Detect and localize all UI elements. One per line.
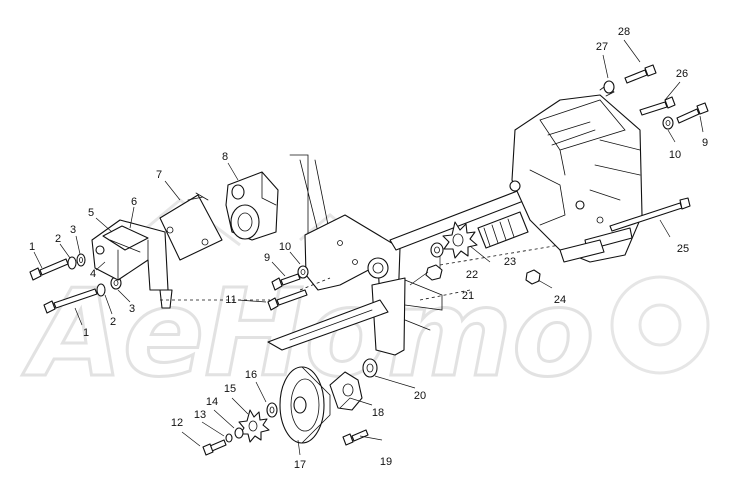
callout-label: 10 [669,149,681,161]
callout-label: 4 [90,268,96,280]
transmission-housing [509,83,643,263]
callout-label: 21 [462,290,474,302]
callout-label: 18 [372,407,384,419]
callout-label: 12 [171,417,183,429]
center-frame [289,154,443,356]
callout-label: 6 [131,196,137,208]
callout-label: 19 [380,456,392,468]
callout-label: 22 [466,269,478,281]
bolt-11 [267,289,308,311]
callout-label: 15 [224,383,236,395]
flange-18 [329,371,363,411]
callout-label: 5 [88,207,94,219]
callout-label: 26 [676,68,688,80]
leader-lines [33,39,704,456]
plate-7 [159,192,223,261]
bolt-9-center [271,265,309,291]
callout-label: 2 [110,316,116,328]
pulley-17 [279,366,331,444]
housing-8 [225,171,279,241]
callout-label: 9 [264,252,270,264]
bolt-1-upper [29,253,86,281]
callout-label: 3 [70,224,76,236]
callout-label: 28 [618,26,630,38]
callout-label: 27 [596,41,608,53]
callout-label: 7 [156,169,162,181]
tensioner-arm [267,299,389,351]
callout-label: 24 [554,294,566,306]
nut-21 [425,264,443,281]
callout-label: 1 [83,327,89,339]
callout-label: 2 [55,233,61,245]
fasteners-12-14 [202,427,244,456]
bolt-25 [609,197,691,232]
callout-label: 3 [129,303,135,315]
callout-label: 10 [279,241,291,253]
callout-label: 11 [225,294,236,306]
washer-16 [266,402,278,418]
mount-bracket-5-6 [91,219,173,309]
nut-24 [525,269,541,285]
bushing-20 [362,358,378,378]
callout-label: 9 [702,137,708,149]
bolt-9-right [662,102,709,130]
bolt-19 [342,429,369,446]
callout-label: 16 [245,369,257,381]
callout-label: 23 [504,256,516,268]
bolt-28 [603,64,657,94]
sprocket-15 [238,409,270,443]
callout-label: 14 [206,396,218,408]
sprocket-23 [442,221,478,259]
callout-label: 1 [29,241,35,253]
nut-22 [430,242,444,258]
bolt-1-lower [43,276,122,314]
callout-label: 13 [194,409,206,421]
callout-label: 8 [222,151,228,163]
callout-label: 20 [414,390,426,402]
callout-label: 25 [677,243,689,255]
callout-label: 17 [294,459,306,471]
callout-labels: 1 1 2 2 3 3 4 5 6 7 8 9 9 10 10 11 12 13… [29,26,708,471]
bolt-26 [639,96,676,116]
center-lines [160,244,561,301]
